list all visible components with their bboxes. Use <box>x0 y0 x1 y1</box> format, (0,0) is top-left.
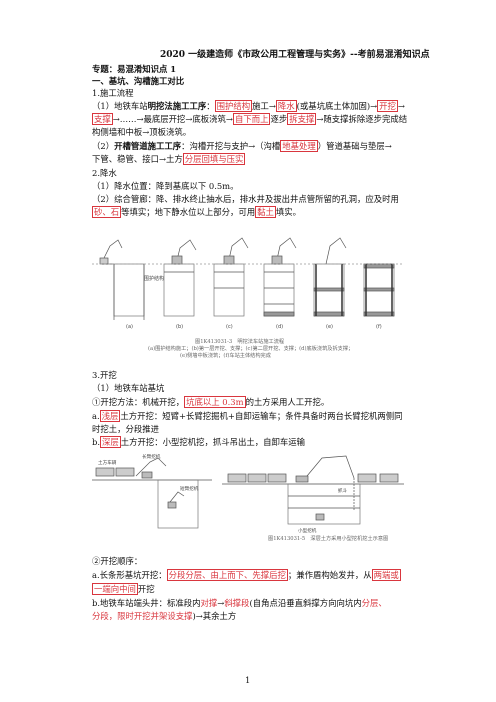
red-text: 分层、 <box>361 598 387 608</box>
text: ）管道基础与垫层→ <box>317 141 392 151</box>
paragraph-line: ②开挖顺序： <box>92 556 143 566</box>
excavation-equipment-figure: 土方车辆 长臂挖机 短臂挖机 小型挖机 抓斗 <box>92 453 404 534</box>
subsection-heading: 2.降水 <box>92 168 117 178</box>
text: → <box>217 598 225 608</box>
page-number: 1 <box>245 675 251 685</box>
paragraph-line: （1）地铁车站明挖法施工工序：围护结构施工→降水(或基坑底土体加固)→开挖→ <box>92 100 405 112</box>
paragraph-line: 构侧墙和中板→顶板浇筑。 <box>92 127 192 137</box>
text: (或基坑底土体加固)→ <box>296 101 378 111</box>
bold-text: 开槽管道施工工序 <box>114 141 182 151</box>
highlight-box: 两端或 <box>371 569 401 581</box>
text: → <box>397 101 405 111</box>
text: )→其余土方 <box>192 611 237 621</box>
subsection-heading: 3.开挖 <box>92 370 117 380</box>
figure-caption: (a)围护结构施工；(b)第一层开挖、支撑；(c)第二层开挖、支撑；(d)底板浇… <box>148 346 354 352</box>
red-text: 对撑 <box>200 598 218 608</box>
paragraph-line: （2）开槽管道施工工序：沟槽开挖与支护→（沟槽地基处理）管道基础与垫层→ <box>92 140 392 152</box>
red-text: 分段，限时开挖并架设支撑 <box>92 611 193 621</box>
text: 逐步 <box>270 114 288 124</box>
section-heading: 一、基坑、沟槽施工对比 <box>92 76 185 86</box>
paragraph-line: 时挖土，分段推进 <box>92 424 159 434</box>
subsection-heading: 1.施工流程 <box>92 88 134 98</box>
text: ：沟槽开挖与支护→（沟槽 <box>181 141 281 151</box>
equipment-label: 长臂挖机 <box>142 453 161 460</box>
text: 填实。 <box>275 207 301 217</box>
station-construction-figure: 围护结构 (a) (b) (c) (d) (e) (f) <box>92 237 404 330</box>
paragraph-line: a.浅层土方开挖：短臂+长臂挖掘机+自卸运输车；条件具备时两台长臂挖机两侧同 <box>92 410 403 422</box>
paragraph-line: 砂、石等填实；地下静水位以上部分，可用黏土填实。 <box>92 206 301 218</box>
highlight-box: 降水 <box>275 100 297 112</box>
text: b.地铁车站端头井：标准段内 <box>92 598 201 608</box>
red-text: 斜撑段 <box>224 598 250 608</box>
highlight-box: 地基处理 <box>280 140 318 152</box>
figure-side-label: 围护结构 <box>144 275 164 282</box>
highlight-box: 深层 <box>100 436 121 448</box>
paragraph-line: （1）降水位置：降到基底以下 0.5m。 <box>92 181 239 191</box>
highlight-box: 开挖 <box>377 100 398 112</box>
paragraph-line: a.长条形基坑开挖：分段分层、由上而下、先撑后挖；兼作盾构始发井，从两端或 <box>92 569 401 581</box>
highlight-box: 自下而上 <box>232 113 271 125</box>
highlight-box: 支撑 <box>92 113 113 125</box>
text: ；兼作盾构始发井，从 <box>287 570 372 580</box>
panel-label: (b) <box>176 324 183 330</box>
document-title: 2020 一级建造师《市政公用工程管理与实务》--考前易混淆知识点 <box>160 50 430 60</box>
equipment-label: 土方车辆 <box>98 459 117 466</box>
figure-caption: (e)侧墙中板浇筑；(f)车站主体结构完成 <box>180 353 271 359</box>
text: （2） <box>92 141 115 151</box>
text: 施工→ <box>252 101 276 111</box>
highlight-box: 围护结构 <box>214 100 253 112</box>
text: ①开挖方法：机械开挖， <box>92 397 185 407</box>
paragraph-line: 一端向中间开挖 <box>92 583 155 595</box>
text: ： <box>206 101 215 111</box>
text: b. <box>92 437 101 447</box>
paragraph-line: 支撑→……→最底层开挖→底板浇筑→自下而上逐步拆支撑→随支撑拆除逐步完成结 <box>92 113 408 125</box>
text: a. <box>92 411 100 421</box>
text: 等填实；地下静水位以上部分，可用 <box>121 207 256 217</box>
text: 的土方采用人工开挖。 <box>245 397 330 407</box>
highlight-box: 拆支撑 <box>287 113 317 125</box>
text: 土方开挖：小型挖机挖，抓斗吊出土，自卸车运输 <box>120 437 306 447</box>
text: →……→最底层开挖→底板浇筑→ <box>112 114 233 124</box>
bold-text: 明挖法施工工序 <box>147 101 207 111</box>
paragraph-line: b.深层土方开挖：小型挖机挖，抓斗吊出土，自卸车运输 <box>92 436 306 448</box>
text: （1）地铁车站 <box>92 101 148 111</box>
paragraph-line: 分段，限时开挖并架设支撑)→其余土方 <box>92 611 236 622</box>
text: 土方开挖：短臂+长臂挖掘机+自卸运输车；条件具备时两台长臂挖机两侧同 <box>120 411 403 421</box>
highlight-box: 浅层 <box>99 410 121 422</box>
paragraph-line: （1）地铁车站基坑 <box>92 383 165 393</box>
text: 下管、稳管、接口→土方 <box>92 154 183 164</box>
equipment-label: 短臂挖机 <box>180 485 199 492</box>
topic-heading: 专题：易混淆知识点 1 <box>92 64 177 74</box>
figure-caption: 图1K413031-5 深层土方采用小型挖机挖土示意图 <box>268 536 389 542</box>
highlight-box: 分段分层、由上而下、先撑后挖 <box>166 569 288 581</box>
highlight-box: 黏土 <box>255 206 276 218</box>
panel-label: (c) <box>226 324 233 330</box>
figure-caption: 图1K413031-3 明挖法车站施工流程 <box>195 339 285 345</box>
equipment-label: 抓斗 <box>338 487 348 494</box>
paragraph-line: （2）综合管廊：降、排水终止抽水后，排水井及拔出井点管所留的孔洞，应及时用 <box>92 194 399 204</box>
text: →随支撑拆除逐步完成结 <box>316 114 408 124</box>
paragraph-line: 下管、稳管、接口→土方分层回填与压实 <box>92 153 246 165</box>
highlight-box: 坑底以上 0.3m <box>184 396 246 408</box>
panel-label: (f) <box>376 324 382 330</box>
highlight-box: 一端向中间 <box>92 583 138 595</box>
panel-label: (a) <box>126 324 133 330</box>
text: (自角点沿垂直斜撑方向向坑内 <box>249 598 362 608</box>
panel-label: (e) <box>326 324 333 330</box>
panel-label: (d) <box>276 324 283 330</box>
paragraph-line: b.地铁车站端头井：标准段内对撑→斜撑段(自角点沿垂直斜撑方向向坑内分层、 <box>92 598 387 609</box>
highlight-box: 分层回填与压实 <box>182 153 246 165</box>
text: 开挖 <box>137 584 155 594</box>
highlight-box: 砂、石 <box>92 206 122 218</box>
equipment-label: 小型挖机 <box>298 527 317 534</box>
text: a.长条形基坑开挖： <box>92 570 167 580</box>
